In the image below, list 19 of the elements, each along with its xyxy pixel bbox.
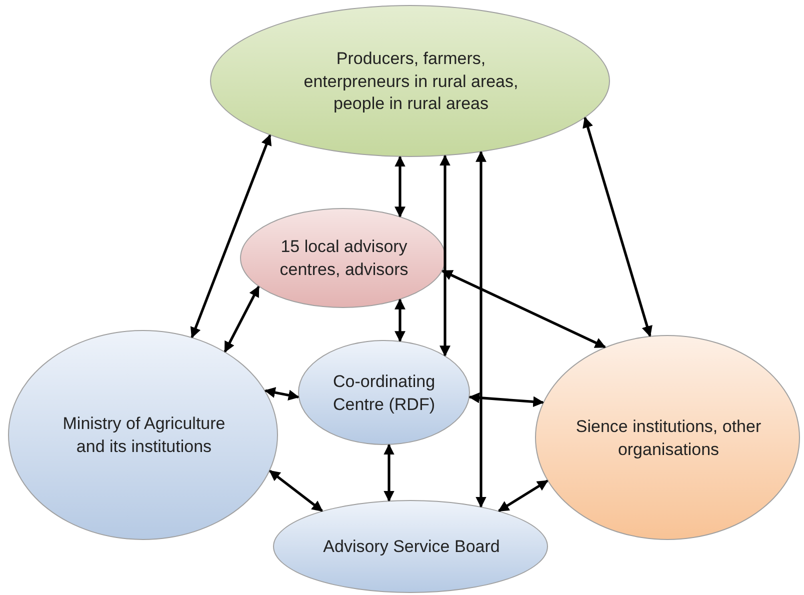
double-arrow <box>440 154 450 357</box>
node-label: Co-ordinating Centre (RDF) <box>332 370 436 416</box>
double-arrow <box>384 444 394 502</box>
double-arrow <box>582 116 652 337</box>
double-arrow <box>190 134 272 338</box>
node-label: 15 local advisory centres, advisors <box>278 236 410 281</box>
node-label: Sience institutions, other organisations <box>574 416 762 460</box>
node-label: Producers, farmers, enterpreneurs in rural areas, people in rural areas <box>302 48 520 116</box>
double-arrow <box>476 150 486 508</box>
double-arrow <box>269 470 323 512</box>
node-label: Ministry of Agriculture and its institutions <box>62 413 226 458</box>
double-arrow <box>468 392 544 408</box>
double-arrow <box>442 270 606 348</box>
double-arrow <box>264 387 300 401</box>
double-arrow <box>394 298 406 342</box>
double-arrow <box>224 286 260 353</box>
double-arrow <box>498 480 548 512</box>
node-label: Advisory Service Board <box>323 536 500 558</box>
double-arrow <box>394 156 406 218</box>
